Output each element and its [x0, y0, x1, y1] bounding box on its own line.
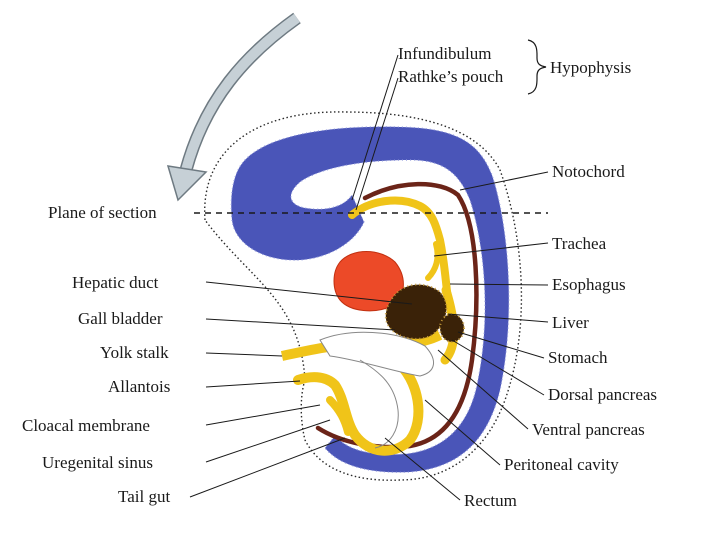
label-cloacal-membrane: Cloacal membrane	[22, 416, 150, 435]
curved-arrow	[166, 12, 301, 202]
label-hepatic-duct: Hepatic duct	[72, 273, 159, 292]
leader-lines	[189, 54, 549, 501]
label-ventral-pancreas: Ventral pancreas	[532, 420, 645, 439]
labels: Infundibulum Rathke’s pouch Hypophysis N…	[22, 44, 657, 510]
label-liver: Liver	[552, 313, 589, 332]
label-tail-gut: Tail gut	[118, 487, 170, 506]
label-stomach: Stomach	[548, 348, 608, 367]
label-peritoneal-cavity: Peritoneal cavity	[504, 455, 619, 474]
label-plane-of-section: Plane of section	[48, 203, 157, 222]
label-infundibulum: Infundibulum	[398, 44, 492, 63]
label-gall-bladder: Gall bladder	[78, 309, 163, 328]
label-dorsal-pancreas: Dorsal pancreas	[548, 385, 657, 404]
gut-tube	[280, 196, 459, 456]
label-rathkes-pouch: Rathke’s pouch	[398, 67, 504, 86]
label-allantois: Allantois	[108, 377, 170, 396]
label-rectum: Rectum	[464, 491, 517, 510]
cavity-outline	[359, 359, 399, 449]
peritoneal-cavity-shape	[319, 331, 434, 377]
label-notochord: Notochord	[552, 162, 625, 181]
label-trachea: Trachea	[552, 234, 607, 253]
label-hypophysis: Hypophysis	[550, 58, 631, 77]
label-yolk-stalk: Yolk stalk	[100, 343, 169, 362]
liver	[384, 283, 448, 340]
label-esophagus: Esophagus	[552, 275, 626, 294]
label-uregenital-sinus: Uregenital sinus	[42, 453, 153, 472]
hypophysis-brace	[527, 39, 547, 95]
pancreas	[439, 313, 465, 343]
neural-tube	[230, 126, 510, 473]
